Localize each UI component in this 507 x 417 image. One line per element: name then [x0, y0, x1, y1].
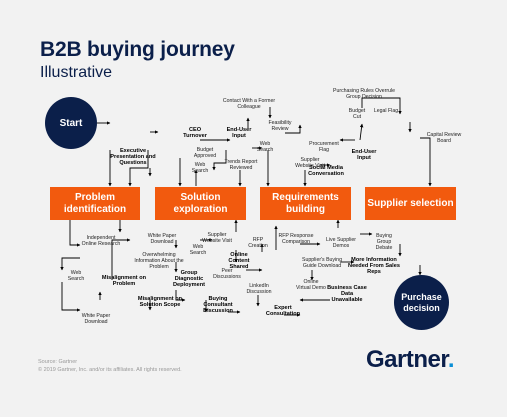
- label-online-content-shared: Online Content Shared: [228, 252, 250, 271]
- label-group-diagnostic: Group Diagnostic Deployment: [172, 270, 205, 289]
- label-more-information: More Information Needed From Sales Reps: [348, 257, 400, 276]
- label-rfp-creation: RFP Creation: [248, 237, 268, 250]
- label-expert-consultation: Expert Consultation: [265, 305, 301, 318]
- gartner-logo: Gartner.: [366, 346, 455, 374]
- label-end-user-input-1: End-User Input: [226, 127, 252, 140]
- logo-dot: .: [447, 346, 455, 373]
- label-web-search-1: Web Search: [256, 141, 274, 154]
- label-white-paper-1: White Paper Download: [147, 233, 177, 246]
- label-budget-approved: Budget Approved: [193, 147, 217, 160]
- label-supplier-website-1: Supplier Website Visit: [295, 157, 325, 170]
- page-subtitle: Illustrative: [40, 64, 113, 81]
- label-web-search-2: Web Search: [191, 162, 209, 175]
- label-misalignment-scope: Misalignment on Solution Scope: [137, 296, 183, 309]
- stage-solution-exploration: Solution exploration: [155, 187, 246, 220]
- label-peer-discussions: Peer Discussions: [213, 268, 241, 281]
- label-overwhelming-info: Overwhelming Information About the Probl…: [134, 252, 184, 271]
- footer-copyright: © 2019 Gartner, Inc. and/or its affiliat…: [38, 367, 182, 373]
- label-ceo-turnover: CEO Turnover: [183, 127, 207, 140]
- label-web-search-3: Web Search: [67, 270, 85, 283]
- label-trends-report: Trends Report Reviewed: [224, 159, 258, 172]
- stage-problem-identification: Problem identification: [50, 187, 140, 220]
- label-online-virtual-demo: Online Virtual Demo: [296, 279, 326, 292]
- label-live-supplier-demos: Live Supplier Demos: [326, 237, 356, 250]
- label-rfp-response: RFP Response Comparison: [278, 233, 314, 246]
- label-buying-consultant: Buying Consultant Discussion: [203, 296, 233, 315]
- label-end-user-input-2: End-User Input: [351, 149, 377, 162]
- start-circle: Start: [45, 97, 97, 149]
- label-legal-flag: Legal Flag: [373, 108, 399, 114]
- label-feasibility-review: Feasibility Review: [268, 120, 292, 133]
- label-contact-former-colleague: Contact With a Former Colleague: [222, 98, 276, 111]
- stage-supplier-selection: Supplier selection: [365, 187, 456, 220]
- label-suppliers-guide: Supplier's Buying Guide Download: [302, 257, 342, 270]
- stage-requirements-building: Requirements building: [260, 187, 351, 220]
- label-purchasing-rules: Purchasing Rules Overrule Group Decision: [333, 88, 395, 101]
- label-budget-cut: Budget Cut: [348, 108, 366, 121]
- footer-source: Source: Gartner: [38, 359, 78, 365]
- label-misalignment-problem: Misalignment on Problem: [101, 275, 147, 288]
- page-title: B2B buying journey: [40, 38, 235, 61]
- label-exec-presentation: Executive Presentation and Questions: [110, 148, 156, 167]
- label-white-paper-2: White Paper Download: [81, 313, 111, 326]
- label-procurement-flag: Procurement Flag: [309, 141, 339, 154]
- label-independent-research: Independent Online Research: [81, 235, 121, 248]
- label-supplier-website-2: Supplier Website Visit: [202, 232, 232, 245]
- label-linkedin-discussion: LinkedIn Discussion: [246, 283, 272, 296]
- label-buying-group-debate: Buying Group Debate: [375, 233, 393, 252]
- label-web-search-4: Web Search: [189, 244, 207, 257]
- logo-text: Gartner: [366, 346, 448, 373]
- label-social-media: Social Media Conversation: [308, 165, 344, 178]
- purchase-decision-circle: Purchase decision: [394, 275, 449, 330]
- label-capital-review-board: Capital Review Board: [426, 132, 462, 145]
- label-business-case-data: Business Case Data Unavailable: [327, 285, 367, 304]
